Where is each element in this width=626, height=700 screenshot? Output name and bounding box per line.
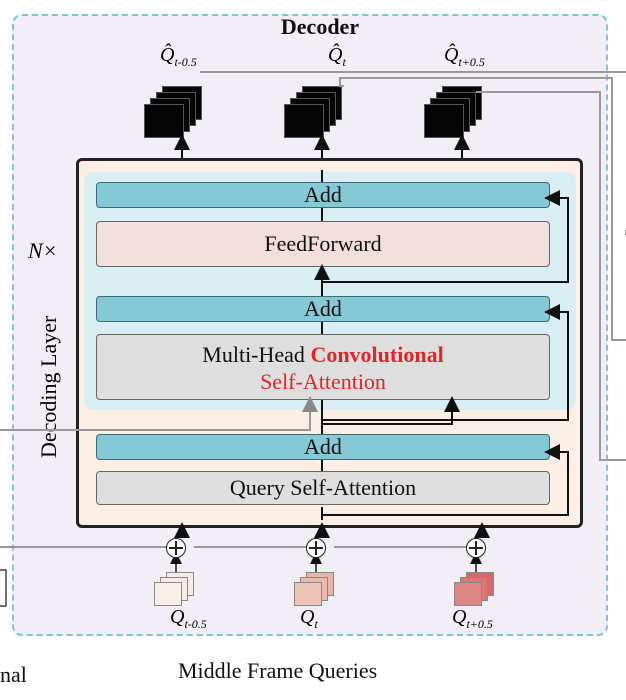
add-block-bottom: Add (96, 434, 550, 460)
input-label-t: Qt (300, 606, 318, 632)
mhca-line1: Multi-Head Convolutional (97, 341, 549, 368)
input-subscript: t+0.5 (466, 617, 493, 631)
input-symbol: Q (300, 606, 315, 628)
left-caption-fragment: nal (0, 662, 27, 687)
decoder-title: Decoder (280, 14, 360, 39)
add-block-top: Add (96, 182, 550, 208)
output-symbol: Q̂ (444, 44, 459, 66)
output-subscript: t+0.5 (458, 55, 485, 69)
output-label-t-minus: Q̂t-0.5 (160, 44, 197, 70)
add-position-t (306, 538, 326, 558)
mhca-line2: Self-Attention (260, 369, 386, 394)
add-position-t-plus (466, 538, 486, 558)
mhca-block: Multi-Head Convolutional Self-Attention (96, 334, 550, 400)
repeat-label: N× (28, 238, 58, 263)
add-block-middle: Add (96, 296, 550, 322)
output-label-t: Q̂t (328, 44, 346, 70)
output-subscript: t (342, 55, 346, 69)
input-label-t-plus: Qt+0.5 (452, 606, 493, 632)
output-label-t-plus: Q̂t+0.5 (444, 44, 485, 70)
output-symbol: Q̂ (328, 44, 343, 66)
mhca-prefix: Multi-Head (202, 342, 311, 367)
input-subscript: t (314, 617, 318, 631)
output-symbol: Q̂ (160, 44, 175, 66)
mhca-highlight: Convolutional (310, 342, 444, 367)
query-self-attention-block: Query Self-Attention (96, 471, 550, 505)
middle-frame-queries-caption: Middle Frame Queries (178, 658, 378, 683)
feedforward-block: FeedForward (96, 221, 550, 267)
input-symbol: Q (452, 606, 467, 628)
add-position-t-minus (166, 538, 186, 558)
input-subscript: t-0.5 (184, 617, 207, 631)
output-subscript: t-0.5 (174, 55, 197, 69)
input-symbol: Q (170, 606, 185, 628)
input-label-t-minus: Qt-0.5 (170, 606, 207, 632)
